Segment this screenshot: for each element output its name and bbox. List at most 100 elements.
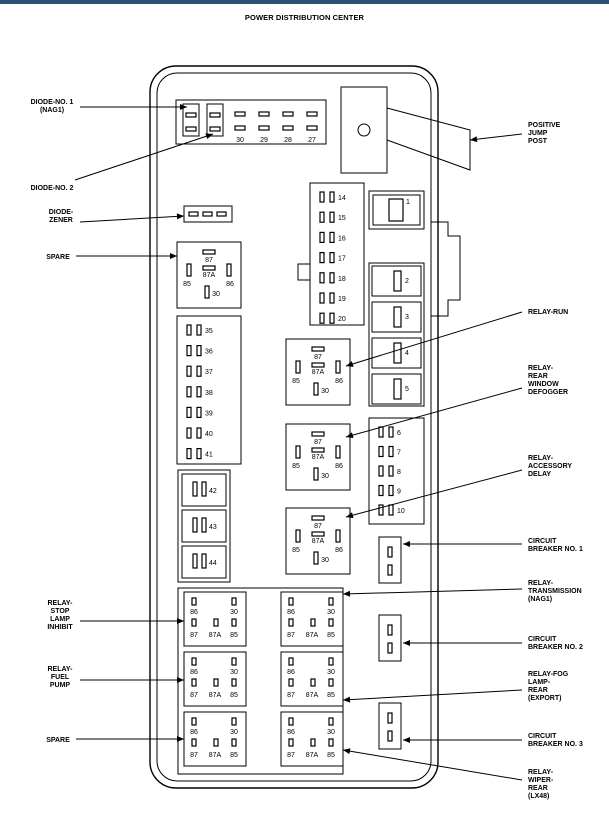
mini-relay-label-85: 85	[230, 752, 238, 759]
callout-cb3-arrow-head	[403, 737, 410, 743]
housing-inner	[156, 72, 432, 782]
callout-cb2-text: CIRCUIT	[528, 636, 557, 643]
mini-fuse-terminal	[319, 231, 325, 243]
mini-relay-pin-86	[191, 717, 197, 726]
cartridge-fuse-number: 43	[209, 524, 217, 531]
mini-relay-label-86: 86	[190, 609, 198, 616]
relay-pin-87	[311, 515, 325, 521]
relay-pin-86	[335, 360, 341, 374]
mini-relay-pin-30	[231, 657, 237, 666]
circuit-breaker-1	[378, 536, 402, 584]
mini-relay-pin-30	[328, 657, 334, 666]
callout-jump-post-text: POST	[528, 138, 548, 145]
relay-label-85: 85	[292, 378, 300, 385]
housing-outer	[149, 65, 439, 789]
diode-terminal	[185, 112, 197, 118]
callout-diode-zener-arrow-line	[79, 215, 185, 223]
cartridge-fuse-slot	[371, 373, 422, 405]
mini-fuse-block-6-10	[368, 417, 425, 525]
relay-pin-87a	[311, 447, 325, 453]
mini-relay-label-86: 86	[190, 669, 198, 676]
callout-diode-no2-arrow-head	[205, 133, 213, 140]
callout-diode-zener-text: DIODE-	[49, 209, 74, 216]
callout-accessory-arrow-line	[345, 469, 523, 518]
mini-relay-pin-85	[231, 678, 237, 687]
callout-diode-no1-arrow-head	[180, 104, 187, 110]
relay-pin-30	[204, 285, 210, 299]
diode-terminal	[185, 126, 197, 132]
mini-relay-pin-87	[288, 738, 294, 747]
relay-pin-30	[313, 467, 319, 481]
callout-defogger-arrow-head	[346, 432, 354, 439]
callout-fog-lamp-arrow-head	[343, 696, 351, 703]
cartridge-fuse-bank-2-5	[368, 262, 425, 407]
mini-fuse-number: 14	[338, 195, 346, 202]
mini-relay-pin-85	[328, 738, 334, 747]
mini-relay-label-86: 86	[287, 609, 295, 616]
mini-fuse-terminal	[388, 426, 394, 438]
mini-relay-label-30: 30	[327, 729, 335, 736]
mini-fuse-terminal	[196, 406, 202, 418]
mini-relay-label-85: 85	[230, 632, 238, 639]
mini-relay-pin-87a	[310, 678, 316, 687]
callout-wiper-text: RELAY-	[528, 769, 554, 776]
diode-no1-body	[182, 103, 200, 137]
top-fuse-number: 27	[308, 137, 316, 144]
mini-relay-label-86: 86	[287, 729, 295, 736]
callout-cb3-text: BREAKER NO. 3	[528, 741, 583, 748]
mini-relay-pin-87	[288, 618, 294, 627]
callout-accessory-text: DELAY	[528, 471, 551, 478]
callout-fuel-pump-arrow-head	[177, 677, 184, 683]
relay-pin-87a	[202, 265, 216, 271]
cartridge-fuse-body	[393, 306, 402, 328]
mini-fuse-terminal	[378, 445, 384, 458]
relay-label-87a: 87A	[312, 454, 325, 461]
mini-relay-label-87: 87	[190, 632, 198, 639]
cartridge-fuse-terminal	[192, 481, 198, 497]
cartridge-fuse-slot	[371, 337, 422, 369]
mini-fuse-terminal	[319, 211, 325, 223]
mini-fuse-terminal	[388, 465, 394, 477]
pdc-callouts: DIODE-NO. 1(NAG1)DIODE-NO. 2DIODE-ZENERS…	[31, 99, 583, 800]
mini-fuse-number: 7	[397, 450, 401, 457]
cartridge-fuse-slot	[181, 509, 227, 543]
relay-label-85: 85	[292, 463, 300, 470]
relay-label-86: 86	[335, 463, 343, 470]
cartridge-fuse-terminal	[201, 481, 207, 497]
cartridge-fuse-slot	[181, 473, 227, 507]
mini-fuse-number: 19	[338, 296, 346, 303]
callout-fog-lamp-text: LAMP-	[528, 679, 551, 686]
circuit-breaker-1-terminal	[387, 564, 393, 576]
callout-jump-post-arrow-line	[469, 133, 523, 141]
mini-fuse-terminal	[329, 231, 335, 243]
circuit-breaker-3-terminal	[387, 730, 393, 742]
mini-fuse-terminal	[378, 426, 384, 438]
mini-relay-pin-30	[328, 717, 334, 726]
relay-label-86: 86	[335, 547, 343, 554]
mini-relay-pin-85	[328, 678, 334, 687]
top-fuse-number: 28	[284, 137, 292, 144]
mini-fuse-terminal	[196, 345, 202, 357]
relay-pin-85	[295, 445, 301, 459]
mini-relay-label-87a: 87A	[306, 632, 319, 639]
relay-transmission	[280, 591, 344, 647]
callout-transmission-text: TRANSMISSION	[528, 588, 582, 595]
relay-pin-85	[295, 529, 301, 543]
callout-jump-post-text: JUMP	[528, 130, 548, 137]
mini-fuse-number: 35	[205, 328, 213, 335]
circuit-breaker-1-terminal	[387, 546, 393, 558]
cartridge-fuse-1-body	[388, 198, 404, 222]
callout-diode-no1-text: (NAG1)	[40, 107, 64, 114]
callout-defogger-text: WINDOW	[528, 381, 559, 388]
callout-fuel-pump-text: RELAY-	[47, 666, 73, 673]
relay-label-30: 30	[321, 388, 329, 395]
mini-fuse-number: 10	[397, 508, 405, 515]
mini-fuse-terminal	[186, 324, 192, 336]
mini-fuse-number: 37	[205, 369, 213, 376]
mini-relay-label-30: 30	[230, 729, 238, 736]
relay-stop-lamp-inhibit	[183, 591, 247, 647]
callout-diode-no2-text: DIODE-NO. 2	[31, 185, 74, 192]
mini-fuse-number: 18	[338, 276, 346, 283]
mini-fuse-terminal	[378, 504, 384, 516]
mini-fuse-terminal	[196, 448, 202, 460]
